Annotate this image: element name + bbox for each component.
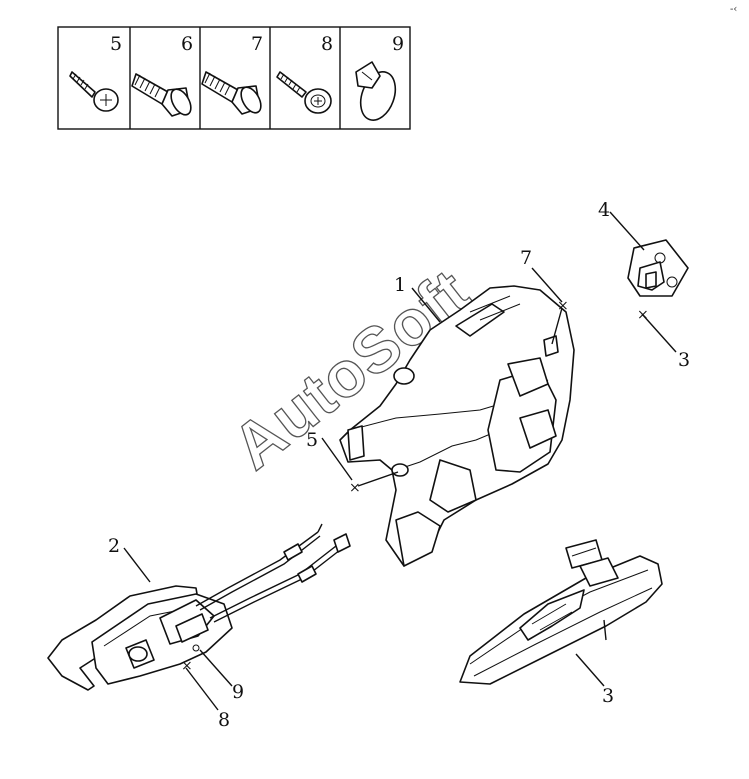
table-cell-number: 6 [181,33,193,55]
washer-head-screw-icon [276,71,332,114]
table-cell-number: 7 [251,33,263,55]
callout-striker: 4 [598,199,610,221]
callout-handle-clip: 9 [232,681,244,703]
table-cell-number: 5 [110,33,122,55]
callout-outer-handle: 3 [602,685,614,707]
outer-handle-part [459,539,663,685]
inner-handle-part [47,523,351,691]
callout-handle-screw: 8 [218,709,230,731]
countersunk-bolt-icon [201,71,262,115]
callout-inner-handle: 2 [108,535,120,557]
cross-marker: × [637,307,649,323]
table-cell-number: 8 [321,33,333,55]
pan-head-screw-icon [69,71,119,112]
countersunk-bolt-icon [131,73,192,117]
table-cell-number: 9 [392,33,404,55]
callout-lock-fastener-top: 7 [520,247,532,269]
callout-lock-assembly: 1 [394,274,406,296]
lock-assembly-part [339,285,575,567]
cross-marker: × [349,480,361,496]
fastener-table: 5 6 7 8 9 [57,26,411,130]
leader-lines: × × × × [123,211,677,711]
callout-striker-fastener: 3 [678,349,690,371]
striker-part [627,239,689,297]
clip-icon [355,61,397,121]
cross-marker: × [557,298,569,314]
corner-mark: -‹ [730,4,737,15]
callout-lock-fastener-left: 5 [306,429,318,451]
cross-marker: × [181,658,193,674]
